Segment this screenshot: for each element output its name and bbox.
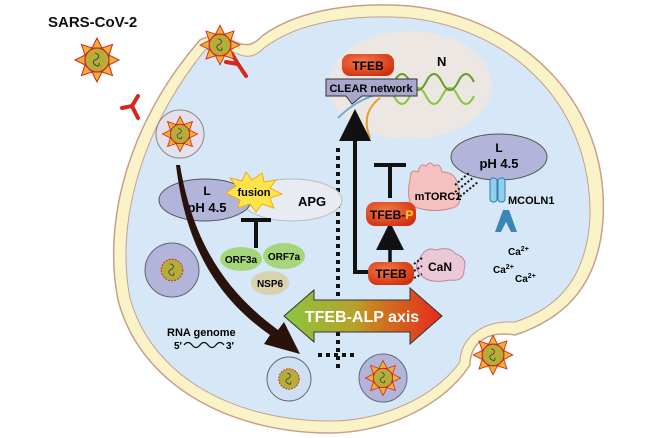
- mtorc1-label: mTORC1: [415, 191, 462, 203]
- virus-particle-icon: [161, 115, 199, 153]
- tfeb-p: [366, 202, 416, 226]
- mtorc1-lysosome-link: [454, 171, 479, 200]
- can-label: CaN: [428, 260, 452, 274]
- svg-text:Ca2+: Ca2+: [508, 246, 529, 258]
- orf7a-protein: [263, 243, 305, 269]
- svg-text:Ca2+: Ca2+: [515, 273, 536, 285]
- virus-particle-icon: [73, 36, 121, 84]
- endocytosis-trafficking-arrow: [176, 165, 300, 354]
- tfeb-alp-axis-arrow: [283, 286, 443, 346]
- virus-particle-icon: [364, 359, 402, 397]
- left-lysosome-ph: pH 4.5: [187, 200, 226, 215]
- left-lysosome-l: L: [203, 184, 210, 198]
- virus-particle-icon: [278, 368, 300, 390]
- nucleus-tfeb-label: TFEB: [352, 59, 384, 73]
- rna-five-prime: 5′: [174, 341, 183, 352]
- tfeb-p-label: TFEB-P: [370, 208, 413, 222]
- virus-particle-icon: [160, 258, 184, 282]
- right-lysosome-ph: pH 4.5: [479, 156, 518, 171]
- fusion-burst-icon: [225, 171, 284, 213]
- clear-network-label: CLEAR network: [329, 83, 413, 95]
- can-protein: [416, 248, 466, 282]
- can-tfeb-link: [413, 257, 423, 279]
- fusion-label: fusion: [238, 187, 271, 199]
- dotted-line: [318, 148, 358, 372]
- tfeb: [368, 262, 414, 285]
- virus-particle-icon: [472, 334, 514, 376]
- title: SARS-CoV-2: [48, 14, 137, 31]
- tfeb-alp-axis-label: TFEB-ALP axis: [305, 309, 420, 326]
- tfeb-label: TFEB: [375, 267, 407, 281]
- clear-network-box: [325, 78, 418, 105]
- nucleus-label: N: [437, 54, 446, 69]
- orf3a-label: ORF3a: [225, 255, 258, 266]
- orf7a-label: ORF7a: [268, 252, 301, 263]
- inhibition-mtorc1: [374, 163, 406, 198]
- svg-text:Ca2+: Ca2+: [493, 264, 514, 276]
- mtorc1-protein: [407, 162, 461, 212]
- rna-genome-label: RNA genome: [167, 327, 236, 339]
- virus-particle-icon: [199, 24, 241, 66]
- apg-label: APG: [298, 194, 326, 209]
- rna-strand-icon: [183, 341, 225, 349]
- mcoln1-label: MCOLN1: [508, 195, 554, 207]
- inhibition-viral-proteins: [241, 218, 271, 248]
- nsp6-label: NSP6: [257, 279, 284, 290]
- mcoln1-channel-icon: [489, 177, 517, 232]
- nsp6-protein: [251, 271, 289, 295]
- nucleus-tfeb: [342, 54, 394, 76]
- right-lysosome-l: L: [495, 141, 502, 155]
- calcium-ions: Ca2+ Ca2+ Ca2+: [493, 246, 536, 285]
- orf3a-protein: [220, 247, 262, 271]
- rna-three-prime: 3′: [226, 341, 235, 352]
